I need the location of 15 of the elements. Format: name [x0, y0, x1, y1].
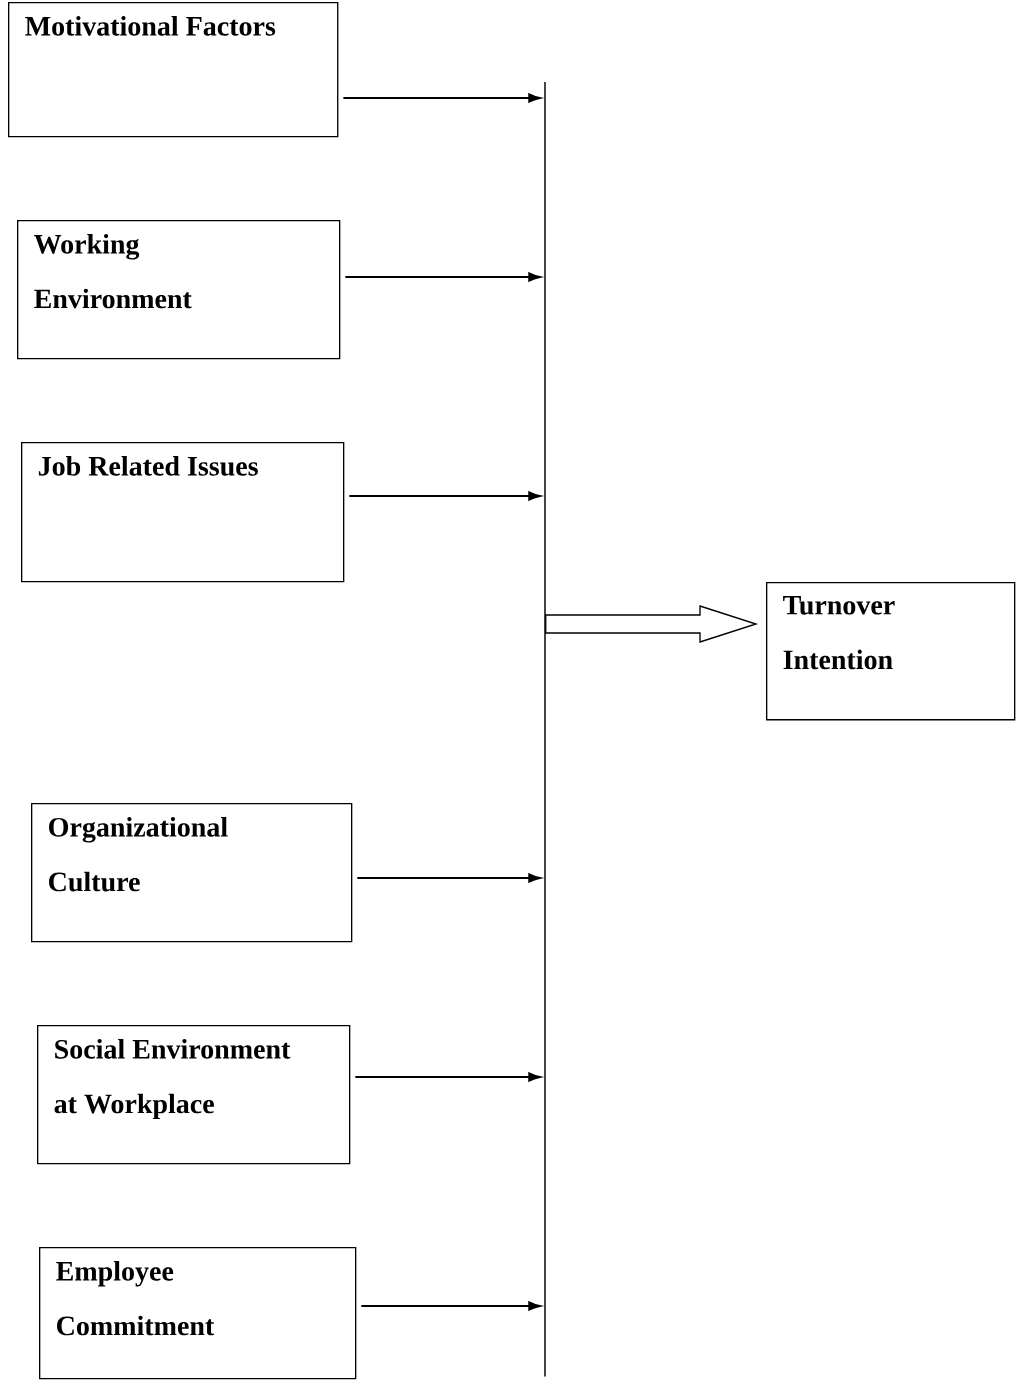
- text-box: Organizational Culture: [31, 803, 353, 943]
- text-box: Social Environment at Workplace: [37, 1025, 351, 1165]
- text-box: Turnover Intention: [766, 582, 1016, 721]
- arrow: [360, 1301, 541, 1311]
- arrow: [354, 1072, 541, 1082]
- arrow: [348, 491, 541, 501]
- vertical-line: [544, 82, 546, 1377]
- arrow: [344, 272, 541, 282]
- text-box: Motivational Factors: [8, 2, 339, 138]
- text-box: Employee Commitment: [39, 1247, 357, 1380]
- text-box: Working Environment: [17, 220, 341, 360]
- text-box: Job Related Issues: [21, 442, 345, 583]
- arrow: [342, 93, 541, 103]
- arrow: [356, 873, 541, 883]
- block-arrow: [545, 605, 759, 643]
